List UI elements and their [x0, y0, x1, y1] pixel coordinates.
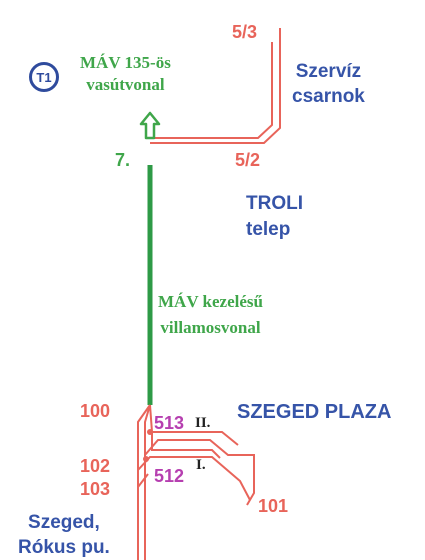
track-100-label: 100 [80, 401, 111, 421]
mav-tram-line2: villamosvonal [160, 318, 261, 337]
mav-135-label: MÁV 135-ös vasútvonal [80, 52, 171, 96]
track-7-label: 7. [115, 150, 131, 170]
track-100-b [144, 404, 151, 560]
track-5-3-label: 5/3 [232, 22, 258, 42]
track-100 [137, 404, 151, 560]
track-5-2-label: 5/2 [235, 150, 261, 170]
mav-135-line1: MÁV 135-ös [80, 53, 171, 72]
service-hall-line2: csarnok [292, 86, 365, 107]
track-513-label: 513 [154, 413, 185, 433]
track-102-label: 102 [80, 456, 111, 476]
track-101-label: 101 [258, 496, 289, 516]
rokus-station-label: Szeged, Rókus pu. [18, 510, 110, 560]
track-5-3 [150, 28, 281, 144]
track-512 [151, 432, 221, 459]
szeged-plaza-label: SZEGED PLAZA [237, 401, 392, 423]
track-513 [149, 404, 239, 446]
track-103-label: 103 [80, 479, 111, 499]
platform-1-label: I. [196, 457, 206, 473]
platform-2-label: II. [195, 415, 211, 431]
switch-dots [143, 429, 153, 462]
rokus-station-line2: Rókus pu. [18, 537, 110, 558]
service-hall-label: Szervíz csarnok [292, 59, 365, 109]
rokus-station-line1: Szeged, [28, 512, 100, 533]
track-5-2 [150, 42, 273, 139]
service-hall-tracks [150, 28, 281, 144]
mav-tram-line1: MÁV kezelésű [158, 292, 263, 311]
mav-tram-label: MÁV kezelésű villamosvonal [158, 289, 263, 341]
mav-135-line2: vasútvonal [86, 75, 165, 94]
line-t1-badge-icon: T1 [29, 62, 59, 92]
up-arrow-icon [139, 111, 161, 140]
track-512-label: 512 [154, 466, 185, 486]
track-101 [144, 439, 255, 506]
line-t1-text: T1 [36, 69, 52, 85]
trolley-depot-line1: TROLI [246, 193, 303, 214]
trolley-depot-line2: telep [246, 219, 291, 240]
track-103 [137, 473, 149, 488]
trolley-depot-label: TROLI telep [246, 191, 303, 243]
service-hall-line1: Szervíz [295, 61, 362, 82]
